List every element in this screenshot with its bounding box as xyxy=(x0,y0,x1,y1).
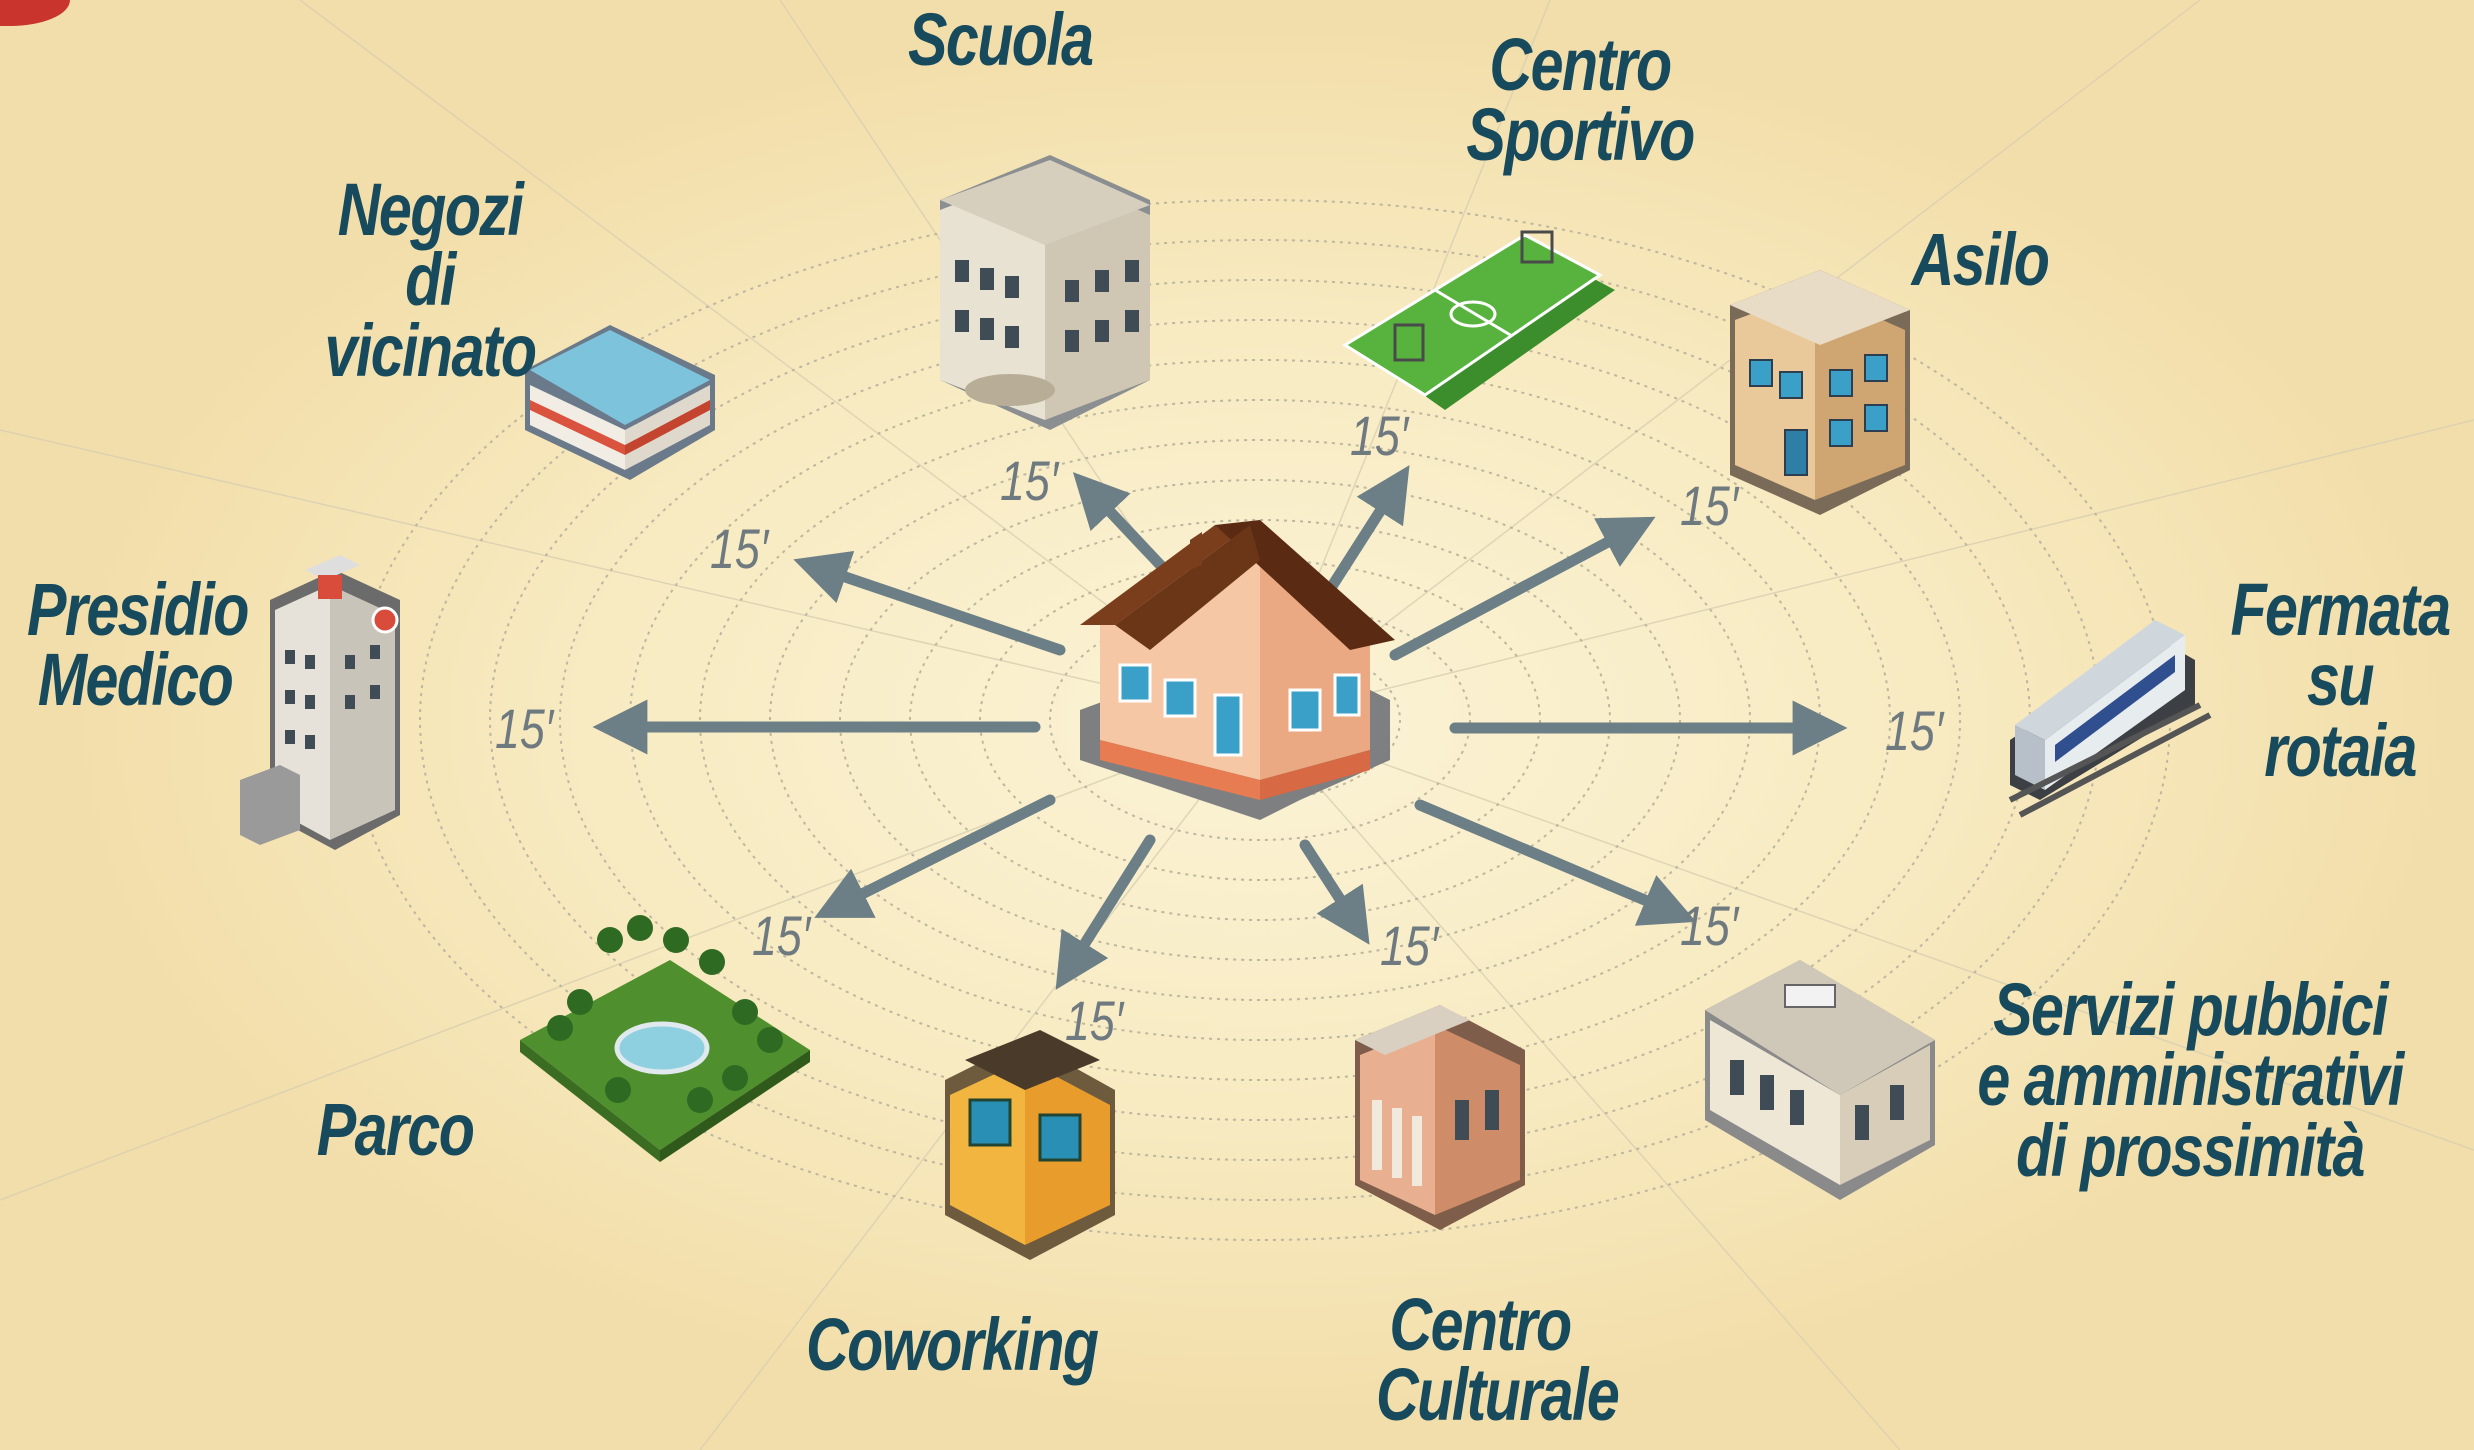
arrow-parco xyxy=(814,794,1056,918)
arrow-servizi xyxy=(1414,799,1697,926)
coworking-icon xyxy=(945,1030,1115,1260)
arrow-asilo xyxy=(1389,516,1656,661)
label-parco: Parco xyxy=(316,1088,475,1171)
arrow-coworking xyxy=(1055,834,1156,990)
label-scuola: Scuola xyxy=(908,0,1094,81)
time-label-parco: 15′ xyxy=(752,904,812,967)
arrow-centro-sportivo xyxy=(1314,465,1410,611)
time-label-asilo: 15′ xyxy=(1680,474,1740,537)
train-icon xyxy=(2008,620,2212,818)
label-asilo: Asilo xyxy=(1911,218,2050,301)
arrows xyxy=(592,465,1848,990)
label-negozi: Negozi di vicinato xyxy=(324,168,538,392)
public-office-icon xyxy=(1705,960,1935,1200)
arrow-negozi xyxy=(793,551,1066,656)
park-icon xyxy=(520,915,810,1162)
time-labels: 15′ 15′ 15′ 15′ 15′ 15′ 15′ 15′ 15′ 15′ xyxy=(495,404,1945,1052)
label-servizi: Servizi pubbici e amministrativi di pros… xyxy=(1977,968,2404,1192)
label-presidio: Presidio Medico xyxy=(27,568,249,722)
time-label-centro-culturale: 15′ xyxy=(1380,914,1440,977)
kindergarten-icon xyxy=(1730,270,1910,515)
label-centro-culturale: Centro Culturale xyxy=(1376,1283,1620,1437)
cultural-center-icon xyxy=(1355,1005,1525,1230)
time-label-centro-sportivo: 15′ xyxy=(1350,404,1410,467)
hospital-icon xyxy=(240,555,400,850)
house-icon xyxy=(1080,520,1395,820)
arrow-centro-culturale xyxy=(1299,839,1370,945)
time-label-scuola: 15′ xyxy=(1000,449,1060,512)
school-icon xyxy=(940,155,1150,430)
label-coworking: Coworking xyxy=(806,1303,1099,1386)
time-label-negozi: 15′ xyxy=(710,517,770,580)
time-label-presidio: 15′ xyxy=(495,697,555,760)
label-fermata: Fermata su rotaia xyxy=(2230,568,2451,792)
soccer-field-icon xyxy=(1342,230,1615,410)
shop-icon xyxy=(525,325,715,480)
arrow-scuola xyxy=(1072,472,1171,576)
label-centro-sportivo: Centro Sportivo xyxy=(1466,23,1695,177)
time-label-servizi: 15′ xyxy=(1680,894,1740,957)
time-label-fermata: 15′ xyxy=(1885,699,1945,762)
time-label-coworking: 15′ xyxy=(1065,989,1125,1052)
